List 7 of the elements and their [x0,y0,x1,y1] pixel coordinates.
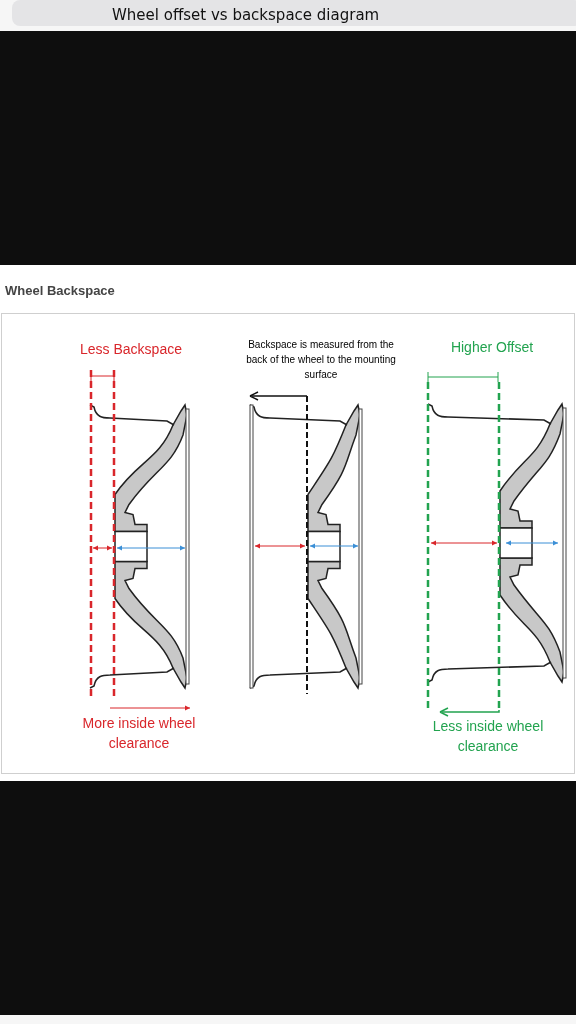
heading-text: Less Backspace [79,340,183,359]
caption-text: Less inside wheel clearance [431,717,545,756]
heading-text: Higher Offset [449,338,535,357]
note-text: Backspace is measured from the back of the wheel to the mounting surface [245,338,397,382]
section-title: Wheel Backspace [5,282,115,300]
page-heading: Wheel offset vs backspace diagram [112,5,380,26]
caption-text: More inside wheel clearance [81,714,197,753]
